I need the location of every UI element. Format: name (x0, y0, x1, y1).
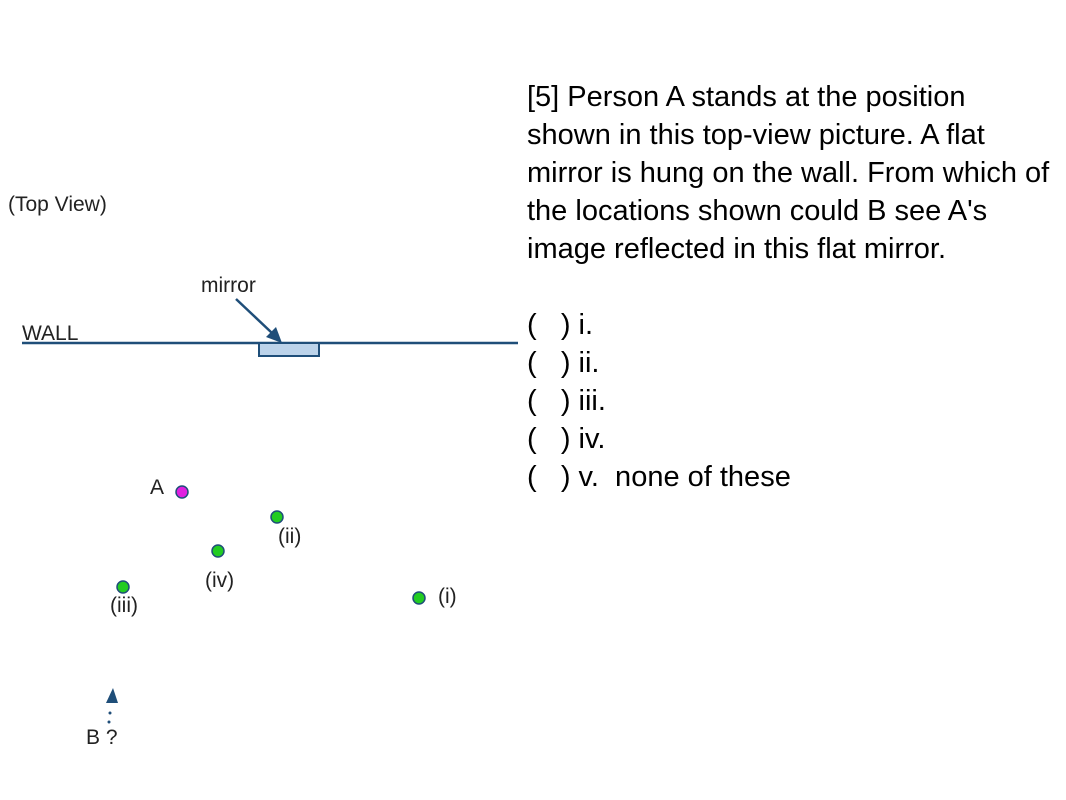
b-label: B ? (86, 726, 118, 749)
mirror-rect (258, 342, 320, 357)
point-iii-label: (iii) (110, 594, 138, 617)
point-a (175, 485, 189, 499)
point-iv-label: (iv) (205, 569, 234, 592)
top-view-diagram: (Top View) WALL mirror A (ii) (iv) (iii)… (8, 193, 518, 749)
option-i[interactable]: ( ) i. (527, 309, 594, 341)
option-v[interactable]: ( ) v. none of these (527, 461, 791, 493)
option-iv[interactable]: ( ) iv. (527, 423, 606, 455)
b-dot-2 (107, 720, 111, 724)
option-ii[interactable]: ( ) ii. (527, 347, 600, 379)
mirror-arrow-line (235, 298, 273, 334)
top-view-label: (Top View) (8, 193, 107, 216)
point-a-label: A (150, 476, 164, 499)
point-ii (270, 510, 284, 524)
point-iv (211, 544, 225, 558)
question-text: [5] Person A stands at the position show… (527, 81, 1050, 265)
option-iii[interactable]: ( ) iii. (527, 385, 606, 417)
point-iii (116, 580, 130, 594)
wall-label: WALL (22, 322, 78, 345)
mirror-arrow-head (266, 327, 282, 343)
b-direction-arrow (106, 688, 118, 703)
question-block: [5] Person A stands at the position show… (527, 78, 1057, 496)
point-i-label: (i) (438, 585, 457, 608)
point-ii-label: (ii) (278, 525, 301, 548)
answer-options: ( ) i. ( ) ii. ( ) iii. ( ) iv. ( ) v. n… (527, 306, 1057, 496)
point-i (412, 591, 426, 605)
b-dot-1 (108, 711, 112, 715)
mirror-label: mirror (201, 274, 256, 297)
